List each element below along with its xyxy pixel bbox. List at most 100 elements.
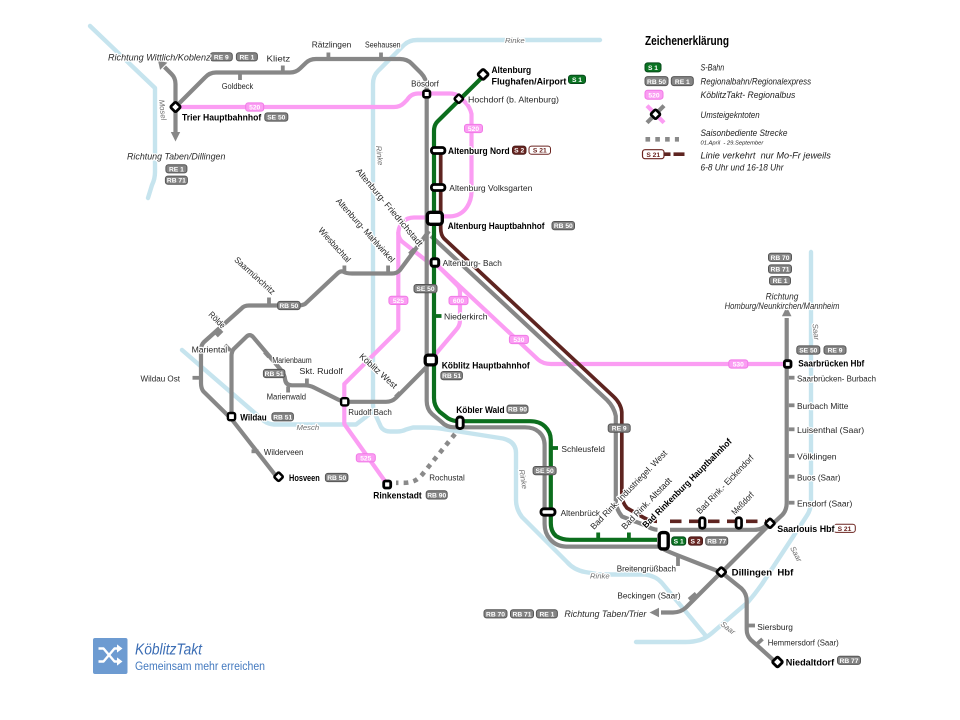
svg-text:Altenburg: Altenburg: [492, 65, 532, 75]
svg-text:S 1: S 1: [648, 65, 658, 72]
svg-text:Saarbrücken Hbf: Saarbrücken Hbf: [798, 359, 865, 369]
svg-text:S-Bahn: S-Bahn: [701, 63, 725, 73]
svg-text:S 2: S 2: [514, 148, 524, 155]
svg-text:Wildau: Wildau: [240, 412, 266, 422]
svg-text:RE 1: RE 1: [773, 278, 788, 285]
svg-text:600: 600: [453, 298, 464, 305]
svg-text:Luisenthal (Saar): Luisenthal (Saar): [797, 425, 864, 435]
svg-text:Mosel: Mosel: [157, 99, 168, 121]
svg-text:Goldbeck: Goldbeck: [222, 81, 254, 91]
svg-text:RB 90: RB 90: [508, 407, 527, 414]
svg-text:Altenburg Hauptbahnhof: Altenburg Hauptbahnhof: [448, 221, 546, 231]
svg-text:Hemmersdorf (Saar): Hemmersdorf (Saar): [768, 638, 839, 648]
svg-text:RE 1: RE 1: [239, 54, 254, 61]
svg-text:Homburg/Neunkirchen/Mannheim: Homburg/Neunkirchen/Mannheim: [725, 301, 840, 311]
svg-text:Hochdorf (b. Altenburg): Hochdorf (b. Altenburg): [468, 94, 559, 104]
svg-text:RB 51: RB 51: [442, 373, 461, 380]
svg-text:S 2: S 2: [690, 539, 700, 546]
svg-text:Zeichenerklärung: Zeichenerklärung: [645, 34, 729, 48]
svg-text:Marienbaum: Marienbaum: [272, 355, 312, 365]
svg-text:Mariental: Mariental: [192, 345, 228, 355]
svg-text:SE 50: SE 50: [799, 348, 817, 355]
svg-text:RE 9: RE 9: [214, 54, 229, 61]
svg-text:RB 71: RB 71: [167, 178, 186, 185]
svg-text:Richtung Taben/Trier: Richtung Taben/Trier: [564, 609, 647, 619]
svg-text:KöblitzTakt: KöblitzTakt: [135, 642, 203, 659]
svg-text:S 21: S 21: [646, 152, 660, 159]
svg-text:RB 71: RB 71: [771, 267, 790, 274]
svg-text:Gemeinsam mehr erreichen: Gemeinsam mehr erreichen: [135, 661, 265, 673]
svg-text:RB 50: RB 50: [327, 475, 346, 482]
svg-text:Rochustal: Rochustal: [429, 472, 465, 482]
svg-text:Saisonbediente Strecke: Saisonbediente Strecke: [701, 128, 788, 138]
svg-text:525: 525: [393, 298, 404, 305]
svg-text:Seehausen: Seehausen: [365, 40, 401, 50]
svg-text:S 21: S 21: [838, 526, 852, 533]
svg-text:Burbach Mitte: Burbach Mitte: [797, 401, 849, 411]
svg-text:Richtung Wittlich/Koblenz: Richtung Wittlich/Koblenz: [108, 53, 211, 63]
svg-text:RE 9: RE 9: [612, 426, 627, 433]
svg-text:Rinke: Rinke: [374, 145, 385, 165]
svg-text:Altenburg Volksgarten: Altenburg Volksgarten: [449, 183, 532, 193]
svg-text:Völklingen: Völklingen: [797, 452, 837, 462]
svg-text:Saarbrücken- Burbach: Saarbrücken- Burbach: [797, 373, 876, 383]
svg-text:Skt. Rudolf: Skt. Rudolf: [299, 366, 343, 376]
svg-text:S 1: S 1: [572, 77, 582, 84]
svg-text:Rätzlingen: Rätzlingen: [312, 40, 352, 50]
svg-text:530: 530: [513, 337, 524, 344]
svg-text:Wildau Ost: Wildau Ost: [141, 373, 181, 383]
svg-text:Buos (Saar): Buos (Saar): [797, 472, 841, 482]
svg-text:SE 50: SE 50: [535, 468, 553, 475]
svg-text:RE 9: RE 9: [828, 348, 843, 355]
svg-text:RB 70: RB 70: [486, 611, 505, 618]
svg-text:RB 90: RB 90: [427, 492, 446, 499]
svg-text:Mesch: Mesch: [297, 423, 320, 432]
svg-text:Bösdorf: Bösdorf: [411, 78, 439, 88]
svg-text:Klietz: Klietz: [267, 53, 291, 63]
svg-text:520: 520: [249, 105, 260, 112]
svg-text:Saarlouis Hbf: Saarlouis Hbf: [777, 524, 835, 534]
svg-text:RE 1: RE 1: [539, 611, 554, 618]
svg-text:Niedaltdorf: Niedaltdorf: [786, 658, 835, 668]
svg-text:01.April - 29.September: 01.April - 29.September: [701, 141, 765, 147]
svg-text:Richtung: Richtung: [766, 291, 799, 301]
svg-text:RB 50: RB 50: [647, 79, 666, 86]
svg-text:520: 520: [648, 92, 659, 99]
svg-text:Rudolf Bach: Rudolf Bach: [348, 407, 392, 417]
svg-text:RB 71: RB 71: [513, 611, 532, 618]
svg-text:530: 530: [733, 362, 744, 369]
svg-text:520: 520: [468, 126, 479, 133]
svg-text:Dillingen Hbf: Dillingen Hbf: [732, 568, 795, 578]
svg-text:RB 77: RB 77: [707, 539, 726, 546]
svg-text:Richtung Taben/Dillingen: Richtung Taben/Dillingen: [127, 151, 225, 161]
svg-text:Köbler Wald: Köbler Wald: [456, 405, 504, 415]
svg-text:Köblitz Hauptbahnhof: Köblitz Hauptbahnhof: [442, 360, 531, 370]
svg-text:Beckingen (Saar): Beckingen (Saar): [617, 591, 680, 601]
svg-text:Ensdorf (Saar): Ensdorf (Saar): [797, 498, 852, 508]
svg-text:Trier Hauptbahnhof: Trier Hauptbahnhof: [182, 113, 262, 123]
svg-text:SE 50: SE 50: [416, 286, 434, 293]
svg-text:Altenburg Nord: Altenburg Nord: [448, 146, 510, 156]
svg-text:Rinke: Rinke: [505, 36, 525, 45]
svg-text:Linie verkehrt nur Mo-Fr jewe: Linie verkehrt nur Mo-Fr jeweils: [701, 150, 832, 160]
svg-text:Schleusfeld: Schleusfeld: [561, 444, 605, 454]
svg-text:RE 1: RE 1: [169, 166, 184, 173]
svg-text:Regionalbahn/Regionalexpress: Regionalbahn/Regionalexpress: [701, 76, 812, 86]
svg-text:SE 50: SE 50: [267, 115, 285, 122]
svg-text:525: 525: [360, 455, 371, 462]
svg-text:KöblitzTakt- Regionalbus: KöblitzTakt- Regionalbus: [701, 90, 796, 100]
svg-text:Wilderveen: Wilderveen: [264, 447, 304, 457]
svg-text:Altenbrück: Altenbrück: [561, 508, 601, 518]
svg-text:Hosveen: Hosveen: [289, 473, 320, 483]
svg-text:Rinke: Rinke: [590, 572, 610, 581]
svg-text:Breitengrüßbach: Breitengrüßbach: [617, 564, 676, 574]
svg-text:Siersburg: Siersburg: [757, 622, 793, 632]
svg-text:RB 70: RB 70: [771, 255, 790, 262]
svg-text:S 21: S 21: [533, 148, 547, 155]
svg-text:Flughafen/Airport: Flughafen/Airport: [492, 77, 567, 87]
svg-text:6-8 Uhr und 16-18 Uhr: 6-8 Uhr und 16-18 Uhr: [701, 162, 785, 172]
svg-text:Umsteigekntoten: Umsteigekntoten: [701, 110, 760, 120]
svg-text:Rinkenstadt: Rinkenstadt: [373, 490, 421, 500]
svg-text:RE 1: RE 1: [675, 79, 690, 86]
svg-text:Marienwald: Marienwald: [267, 392, 307, 402]
